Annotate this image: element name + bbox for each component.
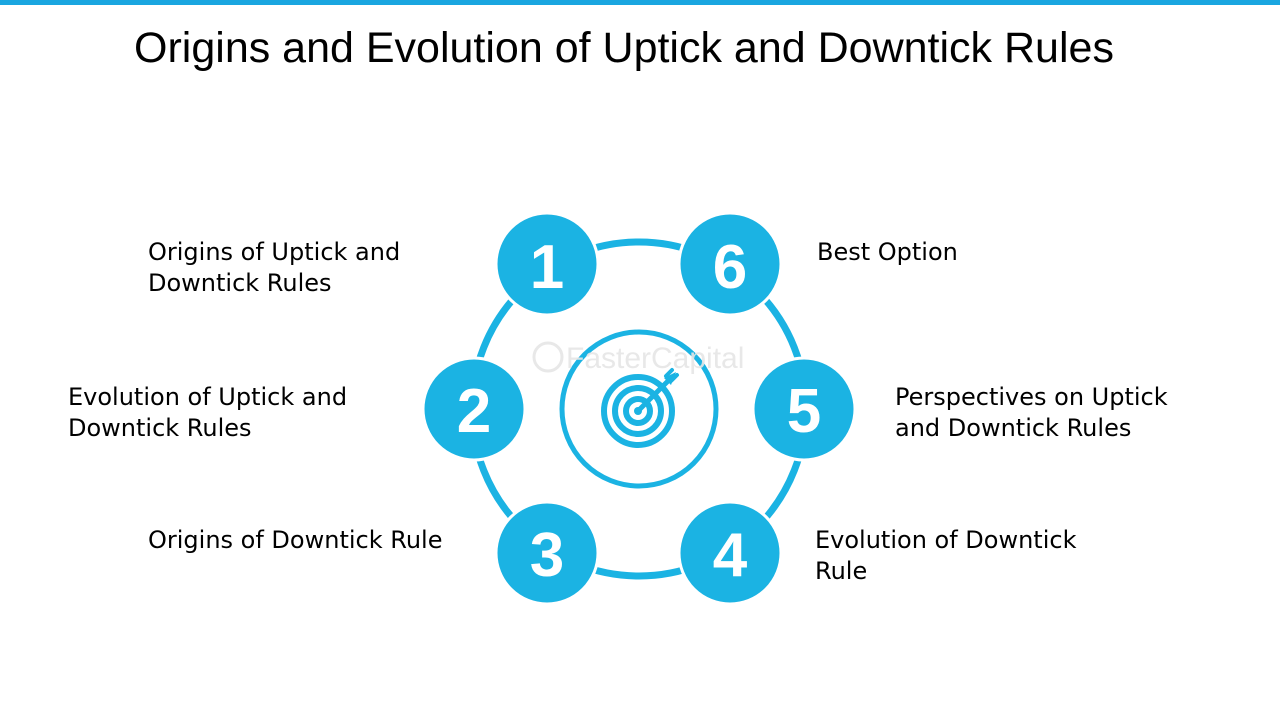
page-title: Origins and Evolution of Uptick and Down…	[134, 24, 1114, 72]
step-number-3: 3	[530, 521, 564, 590]
step-label-2-line-2: Downtick Rules	[68, 414, 252, 442]
step-label-1: Origins of Uptick and Downtick Rules	[148, 237, 400, 299]
step-node-6: 6	[677, 211, 783, 317]
step-label-6-line-1: Best Option	[817, 238, 958, 266]
step-label-5: Perspectives on Uptick and Downtick Rule…	[895, 382, 1168, 444]
step-label-4: Evolution of Downtick Rule	[815, 525, 1076, 587]
step-label-5-line-1: Perspectives on Uptick	[895, 383, 1168, 411]
top-accent-bar	[0, 0, 1280, 5]
step-node-5: 5	[751, 356, 857, 462]
step-node-3: 3	[494, 500, 600, 606]
step-label-3-line-1: Origins of Downtick Rule	[148, 526, 443, 554]
step-label-3: Origins of Downtick Rule	[148, 525, 442, 556]
step-number-4: 4	[713, 521, 748, 590]
step-label-2-line-1: Evolution of Uptick and	[68, 383, 348, 411]
step-label-4-line-2: Rule	[815, 557, 868, 585]
step-node-4: 4	[677, 500, 783, 606]
step-label-1-line-1: Origins of Uptick and	[148, 238, 401, 266]
step-node-1: 1	[494, 211, 600, 317]
watermark-logo: FasterCapital	[532, 341, 744, 375]
step-number-6: 6	[713, 233, 747, 302]
step-label-2: Evolution of Uptick and Downtick Rules	[68, 382, 347, 444]
step-label-5-line-2: and Downtick Rules	[895, 414, 1132, 442]
step-label-6: Best Option	[817, 237, 958, 268]
watermark-text: FasterCapital	[566, 342, 744, 375]
step-label-4-line-1: Evolution of Downtick	[815, 526, 1077, 554]
step-node-2: 2	[421, 356, 527, 462]
step-number-2: 2	[457, 377, 491, 446]
step-number-5: 5	[787, 377, 821, 446]
step-label-1-line-2: Downtick Rules	[148, 269, 332, 297]
step-number-1: 1	[530, 233, 564, 302]
target-dart-icon	[601, 368, 679, 448]
